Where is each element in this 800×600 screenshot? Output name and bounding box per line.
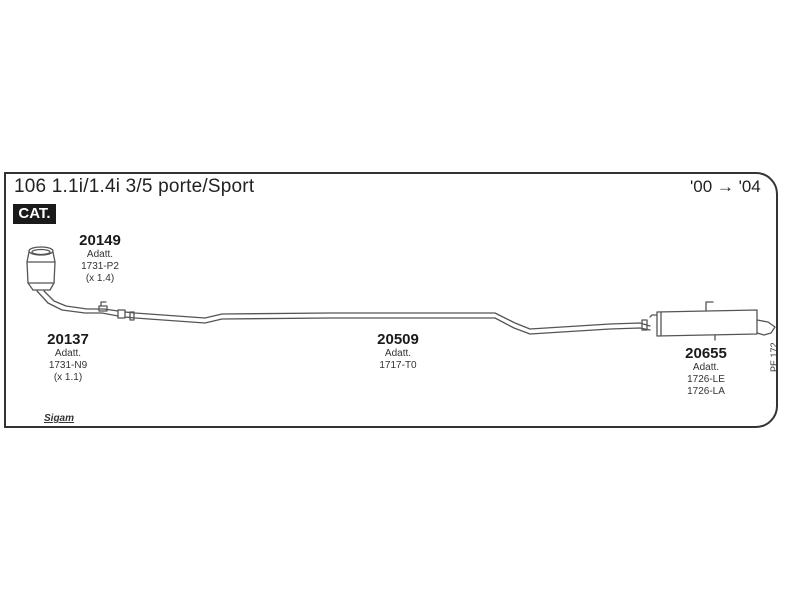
diagram-frame xyxy=(4,172,778,428)
reference-code: PE 172 xyxy=(769,342,779,372)
catalyst-badge: CAT. xyxy=(13,204,56,224)
vehicle-title: 106 1.1i/1.4i 3/5 porte/Sport xyxy=(14,176,255,197)
part-20149-label: 20149 Adatt. 1731-P2 (x 1.4) xyxy=(70,232,130,285)
catalytic-converter-drawing xyxy=(26,246,56,291)
front-pipe-drawing xyxy=(36,290,126,319)
part-number: 20509 xyxy=(377,331,419,348)
brand-logo: Sigam xyxy=(44,413,75,424)
part-20137-label: 20137 Adatt. 1731-N9 (x 1.1) xyxy=(38,331,98,384)
part-variant-note: (x 1.1) xyxy=(53,372,83,383)
rear-silencer-drawing xyxy=(649,301,776,341)
part-number: 20149 xyxy=(79,232,121,249)
part-adapter-code: 1726-LE xyxy=(687,374,725,385)
part-adapter-code: 1717-T0 xyxy=(379,360,417,371)
part-adapter-code-alt: 1726-LA xyxy=(687,386,725,397)
part-adapter-label: Adatt. xyxy=(384,348,412,359)
part-adapter-label: Adatt. xyxy=(86,249,114,260)
part-adapter-code: 1731-N9 xyxy=(48,360,88,371)
part-variant-note: (x 1.4) xyxy=(85,273,115,284)
part-adapter-code: 1731-P2 xyxy=(81,261,119,272)
part-number: 20137 xyxy=(47,331,89,348)
middle-pipe-drawing xyxy=(124,311,651,335)
part-adapter-label: Adatt. xyxy=(692,362,720,373)
model-years: '00 → '04 xyxy=(690,177,761,196)
part-adapter-label: Adatt. xyxy=(54,348,82,359)
part-number: 20655 xyxy=(685,345,727,362)
part-20509-label: 20509 Adatt. 1717-T0 xyxy=(368,331,428,372)
part-20655-label: 20655 Adatt. 1726-LE 1726-LA xyxy=(676,345,736,398)
